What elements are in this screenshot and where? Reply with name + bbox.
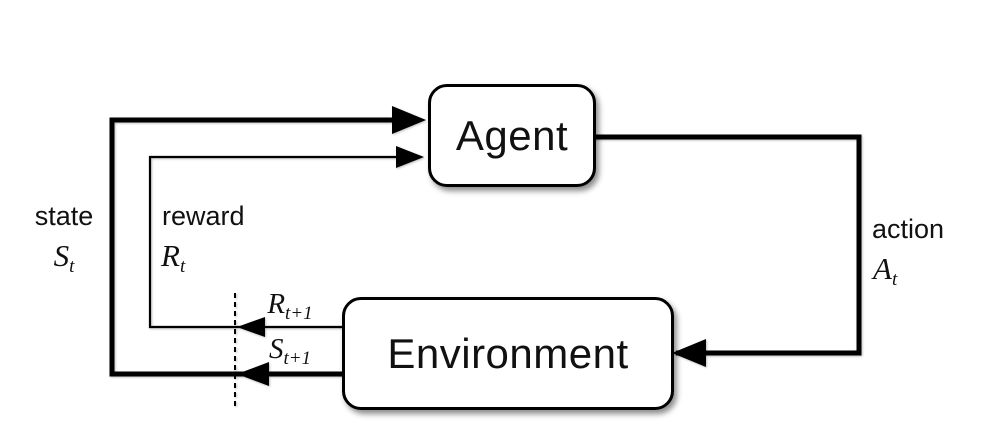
state-symbol-base: S bbox=[53, 238, 70, 273]
reward-arrowhead-icon bbox=[396, 146, 424, 168]
state-symbol: St bbox=[20, 240, 108, 276]
action-word-label: action bbox=[872, 214, 945, 244]
environment-label: Environment bbox=[387, 329, 629, 377]
reward-word-label: reward bbox=[162, 201, 245, 231]
next-reward-symbol-base: R bbox=[267, 288, 286, 320]
state-line bbox=[109, 117, 420, 377]
state-symbol-subscript: t bbox=[69, 256, 75, 277]
next-reward-arrowhead-icon bbox=[237, 317, 265, 337]
agent-box: Agent bbox=[428, 84, 596, 187]
action-symbol-subscript: t bbox=[891, 269, 898, 290]
action-line bbox=[590, 134, 862, 356]
environment-box: Environment bbox=[342, 297, 674, 410]
next-reward-symbol-subscript: t+1 bbox=[285, 303, 313, 324]
next-reward-symbol: Rt+1 bbox=[248, 288, 332, 324]
reward-symbol-base: R bbox=[161, 238, 180, 273]
agent-label: Agent bbox=[455, 111, 569, 159]
next-state-symbol: St+1 bbox=[248, 333, 332, 369]
action-arrowhead-icon bbox=[672, 339, 706, 367]
state-arrowhead-icon bbox=[392, 106, 426, 134]
reward-symbol-subscript: t bbox=[179, 256, 186, 277]
action-symbol-base: A bbox=[873, 251, 892, 286]
state-word-label: state bbox=[34, 201, 94, 231]
next-state-symbol-base: S bbox=[268, 333, 284, 365]
action-symbol: At bbox=[873, 253, 897, 289]
next-state-arrowhead-icon bbox=[237, 362, 269, 386]
next-state-symbol-subscript: t+1 bbox=[283, 348, 312, 369]
reward-symbol: Rt bbox=[161, 240, 185, 276]
